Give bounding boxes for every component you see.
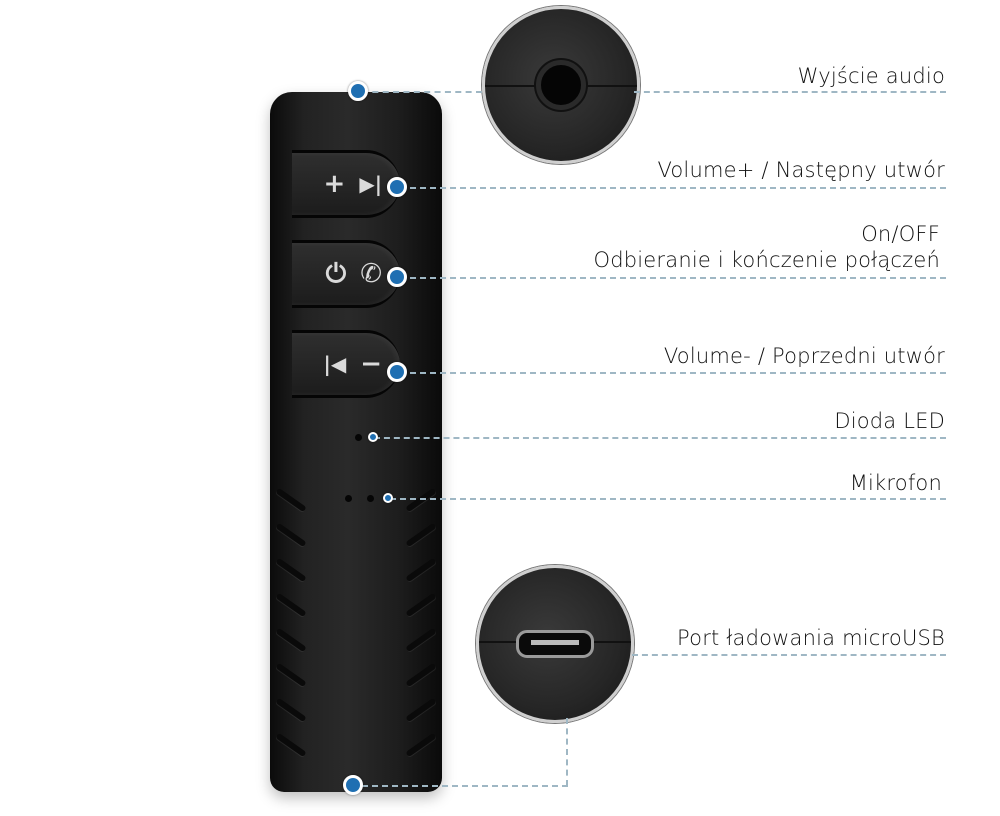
label-audio-out: Wyjście audio bbox=[797, 64, 945, 88]
mic-hole-2 bbox=[367, 495, 374, 502]
grip-rib bbox=[275, 522, 307, 548]
leader-line-mic bbox=[390, 498, 946, 500]
label-volume-up: Volume+ / Następny utwór bbox=[657, 158, 945, 182]
grip-rib bbox=[275, 557, 307, 583]
grip-rib bbox=[405, 732, 437, 758]
grip-rib bbox=[405, 557, 437, 583]
marker-led bbox=[368, 432, 378, 442]
grip-rib bbox=[405, 487, 437, 513]
plus-icon: + bbox=[323, 169, 346, 199]
audio-jack-closeup bbox=[482, 6, 640, 164]
grip-rib bbox=[405, 522, 437, 548]
volume-up-next-button: + ▶| bbox=[292, 150, 400, 218]
grip-rib bbox=[405, 697, 437, 723]
marker-usb bbox=[343, 775, 363, 795]
label-mic: Mikrofon bbox=[849, 471, 942, 495]
led-hole bbox=[355, 434, 362, 441]
usb-port-closeup bbox=[476, 565, 634, 723]
marker-power bbox=[387, 267, 407, 287]
bluetooth-receiver-device: + ▶| ⏻ ✆ |◀ − bbox=[270, 92, 442, 792]
grip-rib bbox=[275, 662, 307, 688]
label-volume-down: Volume- / Poprzedni utwór bbox=[663, 344, 945, 368]
label-call: Odbieranie i kończenie połączeń bbox=[593, 248, 940, 272]
grip-rib bbox=[275, 627, 307, 653]
grip-rib bbox=[405, 662, 437, 688]
next-track-icon: ▶| bbox=[359, 172, 382, 196]
leader-line-audio-right bbox=[634, 91, 946, 93]
marker-volume-down bbox=[387, 362, 407, 382]
power-icon: ⏻ bbox=[325, 258, 347, 289]
label-led: Dioda LED bbox=[834, 409, 945, 433]
marker-mic bbox=[383, 493, 393, 503]
phone-icon: ✆ bbox=[360, 259, 382, 289]
label-power: On/OFF bbox=[861, 222, 940, 246]
volume-down-prev-button: |◀ − bbox=[292, 330, 400, 398]
grip-rib bbox=[275, 487, 307, 513]
leader-line-volume-down bbox=[400, 372, 946, 374]
leader-line-audio bbox=[362, 91, 482, 93]
leader-line-usb-vertical bbox=[566, 718, 568, 786]
leader-line-usb bbox=[632, 654, 946, 656]
grip-rib bbox=[275, 697, 307, 723]
power-call-button: ⏻ ✆ bbox=[292, 240, 400, 308]
mic-hole-1 bbox=[345, 495, 352, 502]
minus-icon: − bbox=[360, 349, 382, 379]
leader-line-power bbox=[400, 277, 946, 279]
previous-track-icon: |◀ bbox=[323, 352, 347, 376]
leader-line-led bbox=[374, 437, 946, 439]
grip-rib bbox=[405, 592, 437, 618]
audio-jack-icon bbox=[536, 60, 586, 110]
microusb-port-icon bbox=[516, 630, 594, 658]
leader-line-volume-up bbox=[400, 187, 946, 189]
grip-rib bbox=[275, 592, 307, 618]
marker-audio-out bbox=[348, 81, 368, 101]
leader-line-usb-bottom bbox=[352, 785, 568, 787]
grip-rib bbox=[275, 732, 307, 758]
marker-volume-up bbox=[387, 177, 407, 197]
grip-rib bbox=[405, 627, 437, 653]
label-usb-port: Port ładowania microUSB bbox=[677, 626, 945, 650]
